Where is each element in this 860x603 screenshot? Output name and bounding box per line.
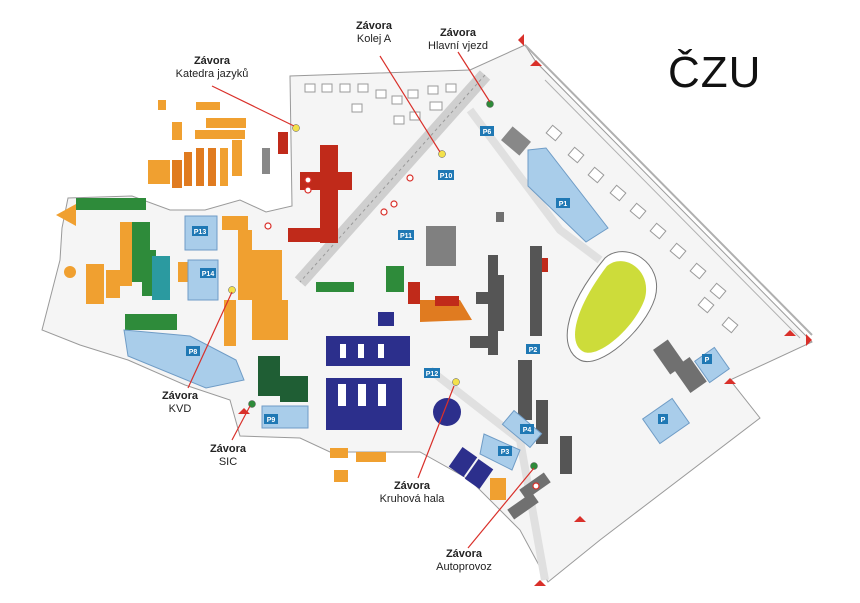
- barrier-markers: [228, 100, 540, 490]
- parking-badge-p9: [264, 414, 278, 424]
- parking-label-p10: P10: [440, 173, 453, 180]
- navy-courtyards: [338, 344, 386, 406]
- barrier-title: Závora: [355, 20, 393, 32]
- parking-label-p14: P14: [202, 271, 215, 278]
- triangle-building: [56, 204, 76, 226]
- round-hall: [433, 398, 461, 426]
- orange-buildings-south: [330, 448, 386, 482]
- barrier-label-sic: Závora SIC: [210, 443, 246, 469]
- red-block-2: [435, 296, 459, 306]
- parking-label-p3: P3: [501, 449, 510, 456]
- stadium-field: [575, 261, 647, 353]
- barrier-label-kolej-a: Závora Kolej A: [356, 20, 392, 46]
- southeast-road: [427, 366, 549, 581]
- barrier-title: Závora: [445, 548, 483, 560]
- barrier-title: Závora: [439, 27, 477, 39]
- barrier-subtitle: Hlavní vjezd: [428, 40, 488, 52]
- east-houses: [545, 124, 739, 334]
- parking-label-p4: P4: [523, 427, 532, 434]
- green-buildings: [76, 198, 404, 402]
- parking-label-p13: P13: [194, 229, 207, 236]
- barrier-subtitle: Katedra jazyků: [175, 68, 249, 80]
- campus-title: ČZU: [668, 48, 762, 97]
- barrier-subtitle: Kolej A: [356, 33, 392, 45]
- parking-label-p-east: P: [705, 357, 710, 364]
- barrier-title: Závora: [193, 55, 231, 67]
- barrier-label-kvd: Závora KVD: [162, 390, 198, 416]
- parking-badge-p1: [556, 198, 570, 208]
- entry-markers: [238, 34, 812, 586]
- parking-label-p-southeast: P: [661, 417, 666, 424]
- parking-badge-p4: [520, 424, 534, 434]
- east-highway-2: [544, 79, 801, 339]
- teal-building: [152, 256, 170, 300]
- parking-label-p1: P1: [559, 201, 568, 208]
- barrier-label-hlavni-vjezd: Závora Hlavní vjezd: [428, 27, 488, 53]
- east-road: [466, 107, 603, 264]
- parking-badge-p14: [200, 268, 216, 278]
- parking-badge-p10: [438, 170, 454, 180]
- red-buildings: [278, 132, 548, 304]
- parking-label-p6: P6: [483, 129, 492, 136]
- barrier-title: Závora: [209, 443, 247, 455]
- barrier-title: Závora: [393, 480, 431, 492]
- east-gray-buildings: [490, 339, 707, 520]
- parking-badge-p12: [424, 368, 440, 378]
- parking-label-p8: P8: [189, 349, 198, 356]
- parking-badge-p6: [480, 126, 494, 136]
- callout-lines: [187, 51, 535, 549]
- parking-badge-p2: [526, 344, 540, 354]
- barrier-label-kruhova-hala: Závora Kruhová hala: [380, 480, 445, 506]
- parking-label-p12: P12: [426, 371, 439, 378]
- main-road-edge: [299, 74, 486, 283]
- parking-label-p2: P2: [529, 347, 538, 354]
- barrier-subtitle: Autoprovoz: [436, 561, 492, 573]
- north-houses: [304, 83, 457, 125]
- parking-label-p9: P9: [267, 417, 276, 424]
- gray-buildings: [262, 126, 572, 474]
- barrier-subtitle: KVD: [168, 403, 192, 415]
- barrier-subtitle: Kruhová hala: [379, 493, 445, 505]
- roundabout-west: [64, 266, 76, 278]
- barrier-subtitle: SIC: [218, 456, 238, 468]
- barrier-title: Závora: [161, 390, 199, 402]
- parking-label-p11: P11: [400, 233, 412, 240]
- parking-badge-p11: [398, 230, 414, 240]
- orange-buildings-west: [86, 100, 288, 346]
- barrier-label-autoprovoz: Závora Autoprovoz: [436, 548, 492, 574]
- parking-badges: P1 P2 P3 P4 P6 P8 P9 P10 P11 P12 P13 P14…: [186, 126, 712, 456]
- parking-badge-p8: [186, 346, 200, 356]
- parking-badge-p3: [498, 446, 512, 456]
- east-highway: [524, 44, 813, 336]
- barrier-label-katedra-jazyku: Závora Katedra jazyků: [176, 55, 249, 81]
- parking-badge-p-southeast: [658, 414, 668, 424]
- parking-badge-p13: [192, 226, 208, 236]
- parking-badge-p-east: [702, 354, 712, 364]
